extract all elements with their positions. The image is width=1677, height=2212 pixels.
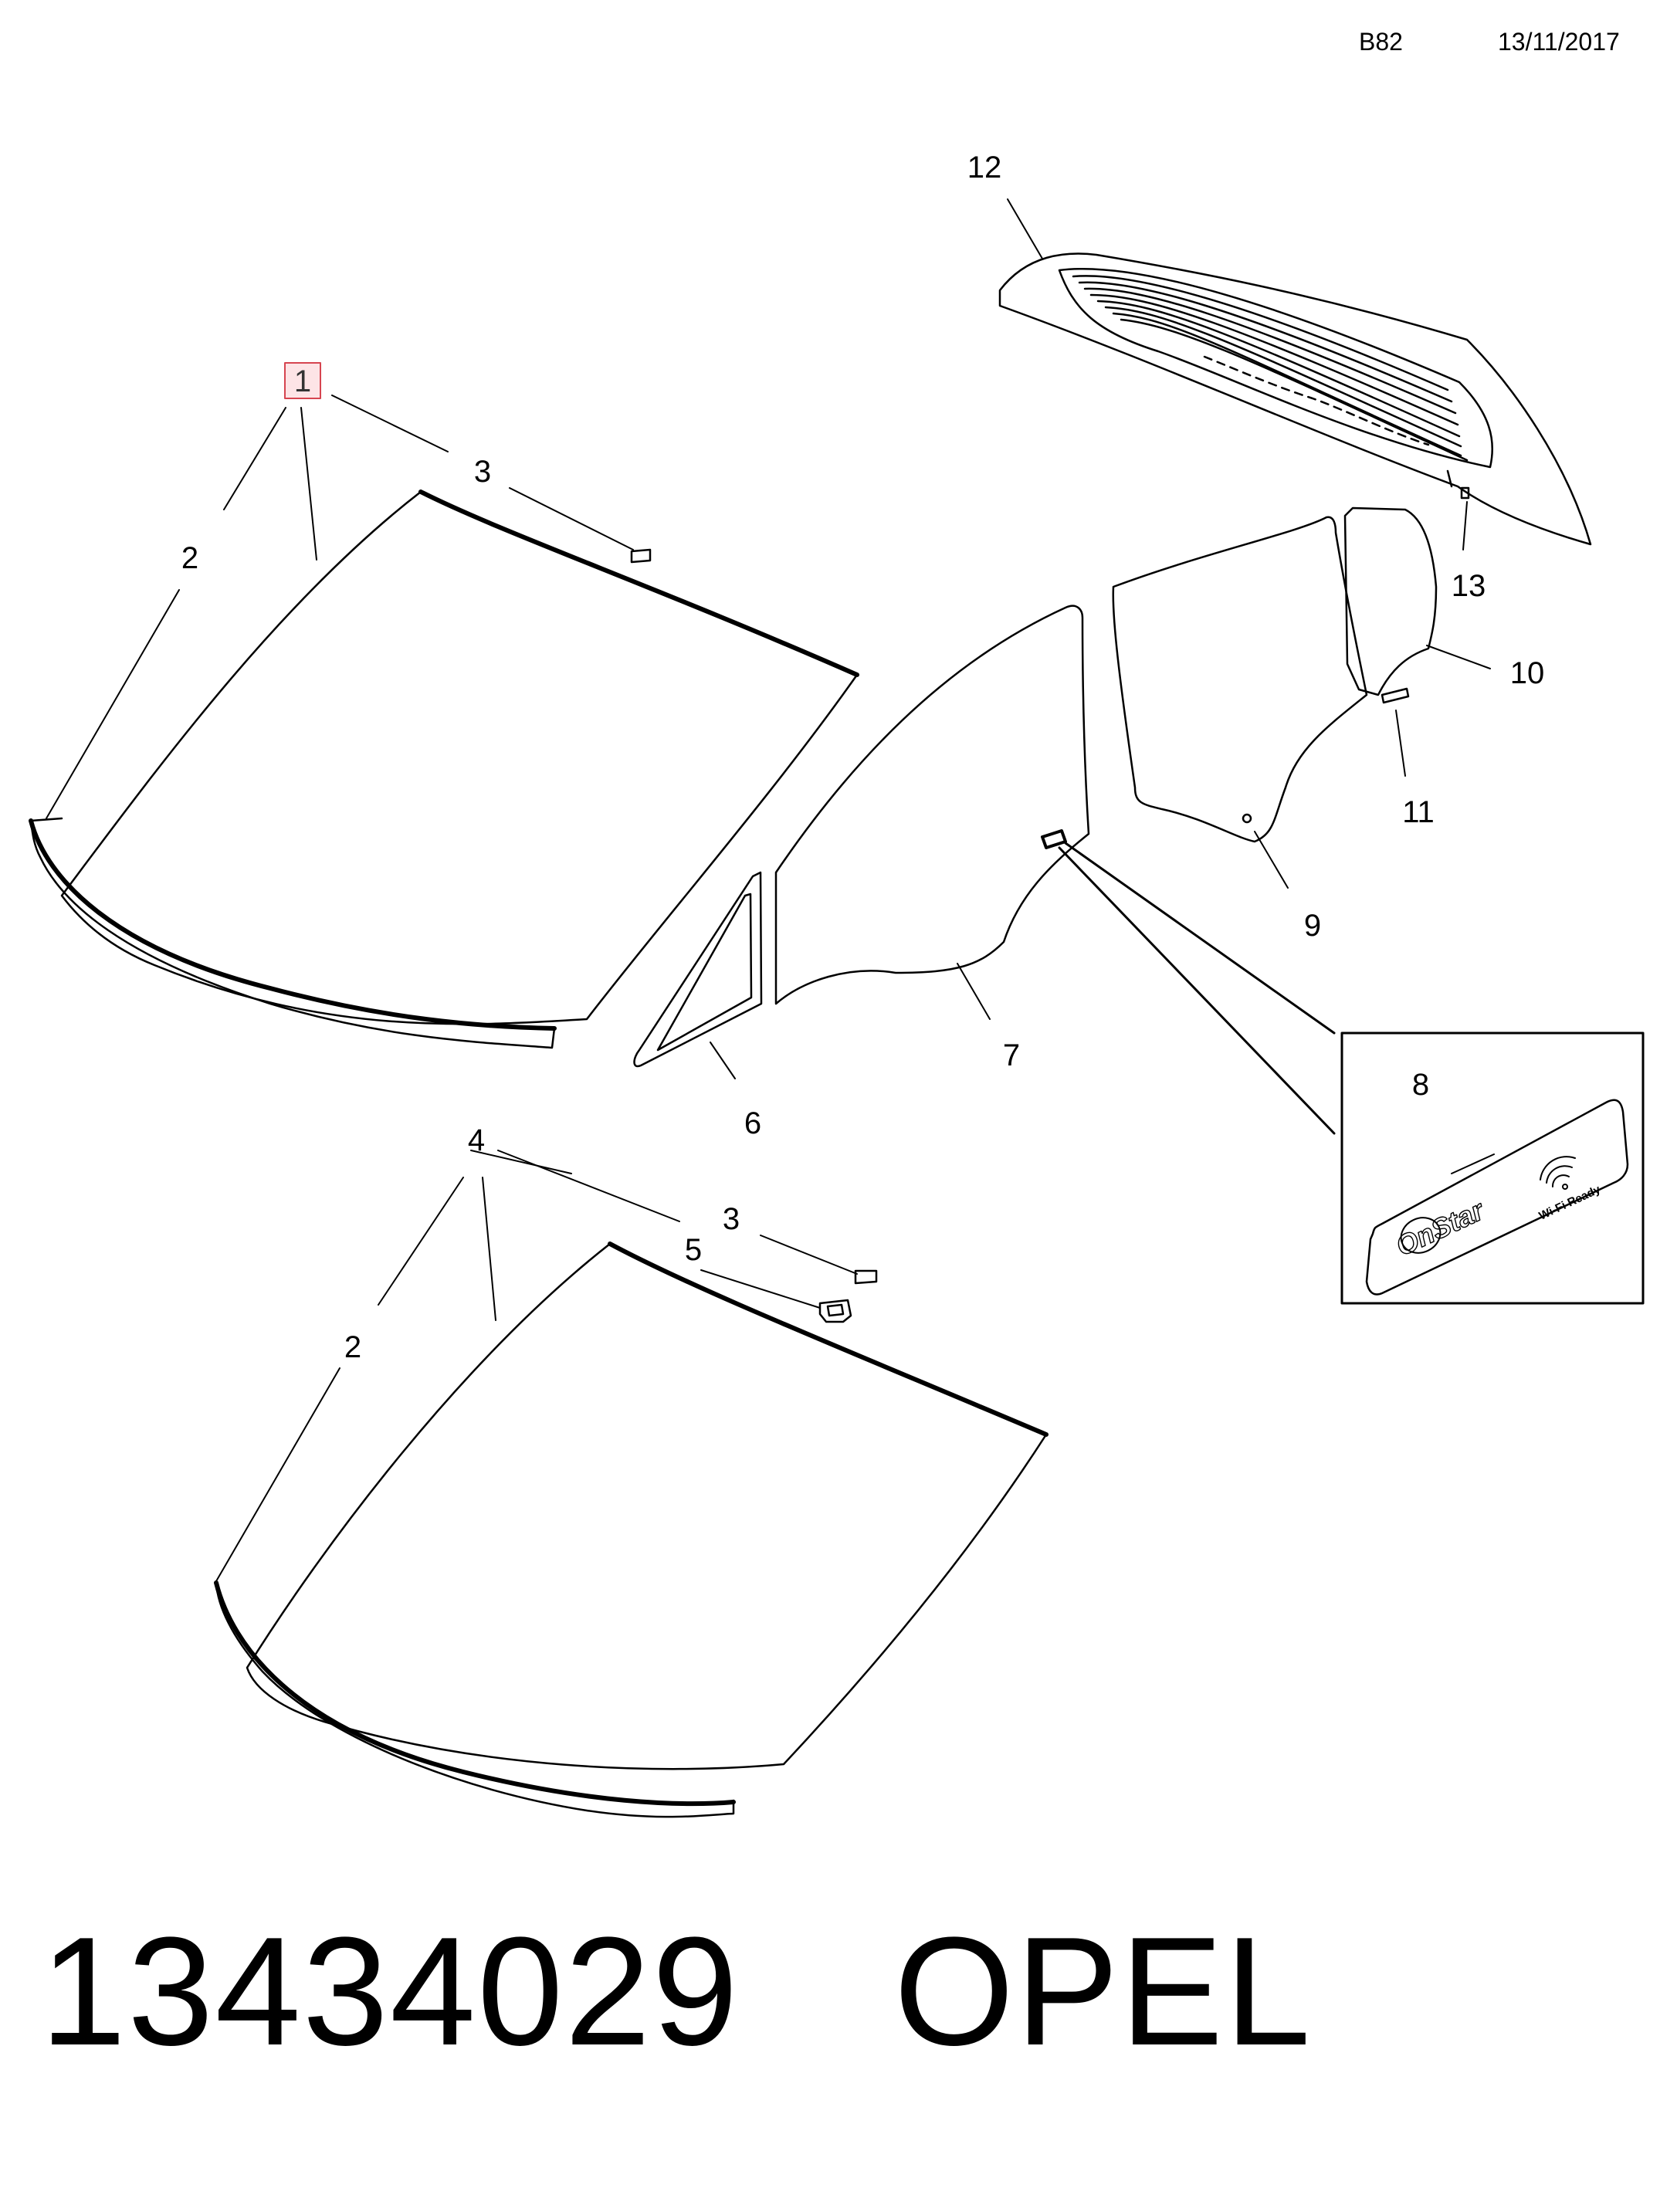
callout-1[interactable]: 1 <box>294 364 311 398</box>
clip-part-11 <box>1381 687 1410 704</box>
callout-13[interactable]: 13 <box>1452 569 1486 603</box>
windshield-lower <box>214 1241 1049 1818</box>
inset-logo-text: OnStar <box>1391 1194 1490 1262</box>
rear-quarter-glass-10 <box>1343 506 1438 696</box>
callout-12[interactable]: 12 <box>967 151 1002 185</box>
callout-6[interactable]: 6 <box>744 1106 761 1140</box>
callout-1-highlight <box>284 362 321 399</box>
callout-7[interactable]: 7 <box>1003 1038 1020 1072</box>
clip-part-13 <box>1460 486 1470 500</box>
bracket-part-5 <box>818 1299 852 1323</box>
callout-3-lower[interactable]: 3 <box>723 1202 740 1236</box>
callout-10[interactable]: 10 <box>1510 656 1545 690</box>
rear-window-12 <box>998 252 1592 546</box>
diagram-date: 13/11/2017 <box>1498 28 1620 56</box>
callout-8[interactable]: 8 <box>1412 1068 1429 1102</box>
callout-11[interactable]: 11 <box>1402 795 1435 829</box>
diagram-code: B82 <box>1359 28 1403 56</box>
quarter-glass-6 <box>633 871 763 1068</box>
wifi-icon <box>1540 1156 1576 1190</box>
callout-5[interactable]: 5 <box>685 1233 702 1267</box>
callout-9[interactable]: 9 <box>1304 909 1321 943</box>
callout-2-lower[interactable]: 2 <box>344 1330 361 1364</box>
windshield-upper <box>29 489 859 1049</box>
footer-part-number: 13434029 <box>40 1905 740 2078</box>
inset-box <box>1340 1031 1645 1305</box>
clip-lower <box>854 1269 878 1285</box>
clip-upper <box>630 548 652 564</box>
callout-4[interactable]: 4 <box>468 1123 485 1157</box>
front-door-glass-7 <box>774 605 1090 1005</box>
inset-wifi-text: Wi-Fi Ready <box>1537 1183 1603 1223</box>
leader-lines <box>46 198 1495 1582</box>
callout-3-upper[interactable]: 3 <box>474 455 491 489</box>
inset-logo-ring <box>1400 1217 1442 1254</box>
footer-brand: OPEL <box>893 1905 1313 2078</box>
rear-door-glass-9 <box>1112 516 1368 843</box>
callout-2-upper[interactable]: 2 <box>181 541 198 575</box>
